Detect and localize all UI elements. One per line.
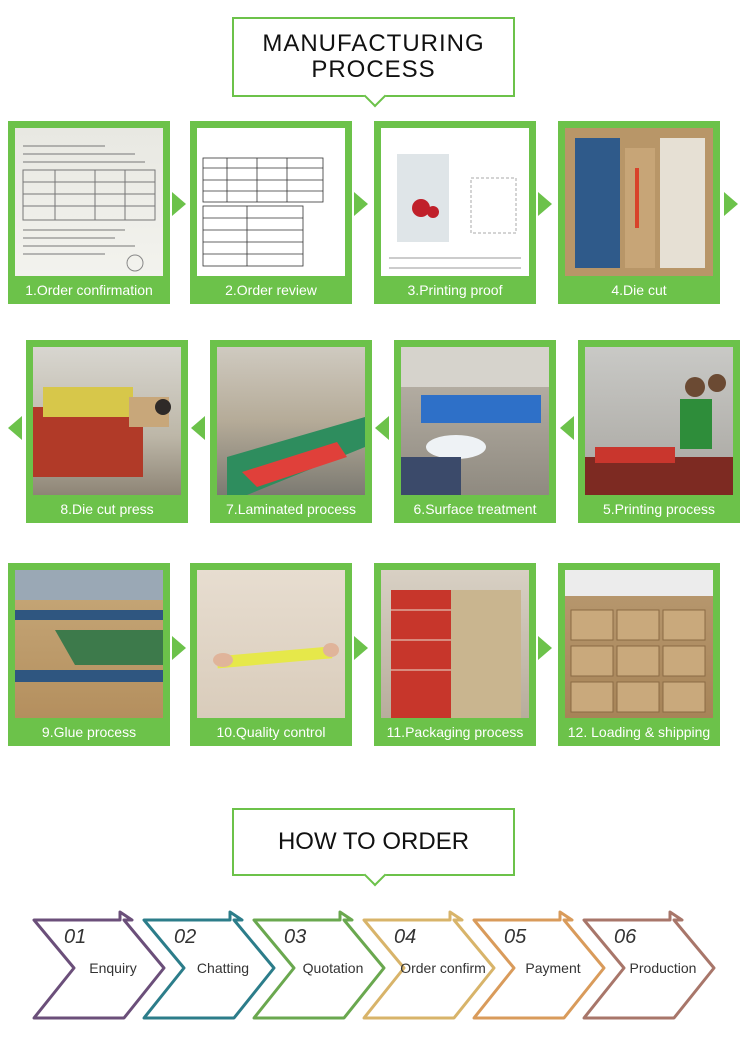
step-label: Payment (525, 960, 581, 976)
arrow-right-icon (172, 636, 186, 660)
arrow-right-icon (538, 636, 552, 660)
process-label: 6.Surface treatment (413, 501, 537, 517)
chevron-arrow-icon (32, 910, 166, 1020)
process-label: 2.Order review (225, 282, 317, 298)
process-card-7: 7.Laminated process (210, 340, 372, 523)
measuring-tape-illustration (213, 643, 339, 669)
step-number: 01 (64, 926, 87, 948)
laminator-illustration (227, 417, 365, 495)
order-review-photo (197, 128, 345, 276)
laminated-process-photo (217, 347, 365, 495)
chevron-arrow-icon (582, 910, 716, 1020)
arrow-left-icon (560, 416, 574, 440)
process-label: 9.Glue process (41, 724, 137, 740)
step-number: 04 (394, 926, 417, 948)
manufacturing-title: MANUFACTURING PROCESS (262, 30, 485, 83)
document-illustration (202, 157, 324, 267)
proof-illustration (389, 154, 521, 269)
process-label: 3.Printing proof (407, 282, 503, 298)
printing-proof-photo (381, 128, 529, 276)
manufacturing-title-box: MANUFACTURING PROCESS (232, 17, 515, 108)
arrow-left-icon (375, 416, 389, 440)
die-cut-press-photo (33, 347, 181, 495)
process-label: 11.Packaging process (386, 724, 524, 740)
process-card-10: 10.Quality control (190, 563, 352, 746)
chevron-arrow-icon (142, 910, 276, 1020)
arrow-right-icon (354, 636, 368, 660)
quality-control-photo (197, 570, 345, 718)
glue-machine-illustration (15, 570, 163, 682)
how-to-order-title: HOW TO ORDER (277, 828, 470, 855)
process-label: 10.Quality control (216, 724, 326, 740)
how-to-order-box: HOW TO ORDER (232, 808, 515, 887)
order-confirmation-photo (15, 128, 163, 276)
process-label: 1.Order confirmation (25, 282, 153, 298)
step-label: Enquiry (89, 960, 137, 976)
step-label: Chatting (196, 960, 250, 976)
process-card-9: 9.Glue process (8, 563, 170, 746)
process-card-4: 4.Die cut (558, 121, 720, 304)
printing-process-photo (585, 347, 733, 495)
process-card-3: 3.Printing proof (374, 121, 536, 304)
arrow-left-icon (8, 416, 22, 440)
coating-machine-illustration (401, 347, 549, 495)
process-label: 5.Printing process (602, 501, 716, 517)
process-card-5: 5.Printing process (578, 340, 740, 523)
glue-process-photo (15, 570, 163, 718)
process-card-1: 1.Order confirmation (8, 121, 170, 304)
step-label: Order confirm (400, 960, 486, 976)
step-number: 06 (614, 926, 637, 948)
loading-shipping-photo (565, 570, 713, 718)
arrow-left-icon (191, 416, 205, 440)
press-machine-illustration (33, 387, 171, 477)
document-illustration (22, 145, 156, 272)
surface-treatment-photo (401, 347, 549, 495)
title-notch (363, 863, 386, 887)
step-label: Production (629, 960, 697, 976)
arrow-right-icon (172, 192, 186, 216)
stacked-boxes-illustration (391, 590, 521, 718)
step-number: 02 (174, 926, 197, 948)
step-label: Quotation (302, 960, 364, 976)
workers-illustration (585, 374, 733, 495)
arrow-right-icon (724, 192, 738, 216)
process-card-6: 6.Surface treatment (394, 340, 556, 523)
arrow-right-icon (538, 192, 552, 216)
process-label: 7.Laminated process (226, 501, 356, 517)
die-cut-photo (565, 128, 713, 276)
step-number: 03 (284, 926, 307, 948)
step-number: 05 (504, 926, 527, 948)
cartons-illustration (565, 570, 713, 713)
process-card-8: 8.Die cut press (26, 340, 188, 523)
process-card-12: 12. Loading & shipping (558, 563, 720, 746)
process-label: 12. Loading & shipping (567, 724, 711, 740)
packaging-process-photo (381, 570, 529, 718)
chevron-arrow-icon (252, 910, 386, 1020)
arrow-right-icon (354, 192, 368, 216)
title-notch (363, 84, 386, 108)
die-board-illustration (575, 138, 705, 268)
process-label: 4.Die cut (611, 282, 667, 298)
process-card-2: 2.Order review (190, 121, 352, 304)
process-card-11: 11.Packaging process (374, 563, 536, 746)
chevron-arrow-icon (362, 910, 496, 1020)
chevron-arrow-icon (472, 910, 606, 1020)
process-label: 8.Die cut press (60, 501, 154, 517)
